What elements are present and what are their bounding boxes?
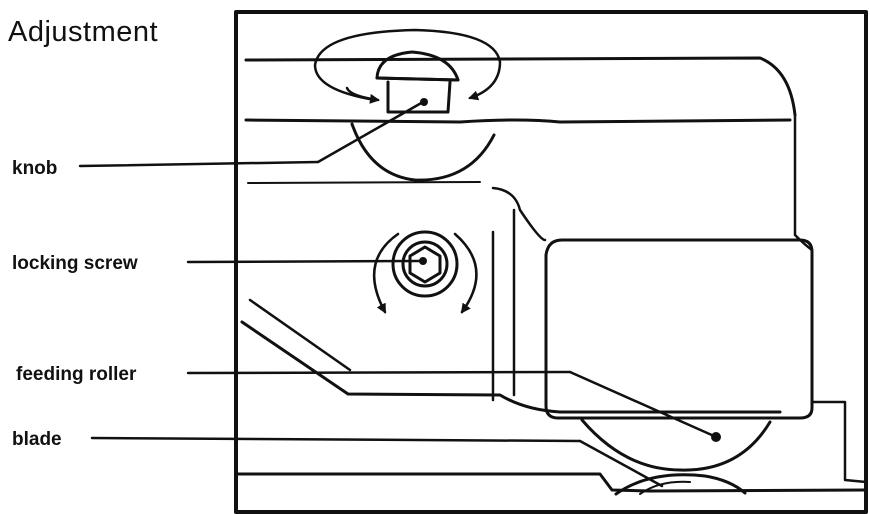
leader-feeding-roller <box>186 370 721 442</box>
label-blade: blade <box>12 429 62 450</box>
locking-screw-part <box>372 230 478 314</box>
label-knob: knob <box>12 158 58 179</box>
label-locking-screw: locking screw <box>12 253 138 274</box>
label-feeding-roller: feeding roller <box>16 364 137 385</box>
knob-part <box>313 28 502 182</box>
leader-knob <box>78 98 428 168</box>
diagram-title: Adjustment <box>8 16 159 48</box>
feeding-roller-part <box>544 238 814 472</box>
leader-locking-screw <box>186 257 427 265</box>
housing-outline <box>234 56 814 502</box>
leader-lines <box>78 98 721 488</box>
leader-blade <box>90 436 664 488</box>
blade-part <box>236 298 868 496</box>
